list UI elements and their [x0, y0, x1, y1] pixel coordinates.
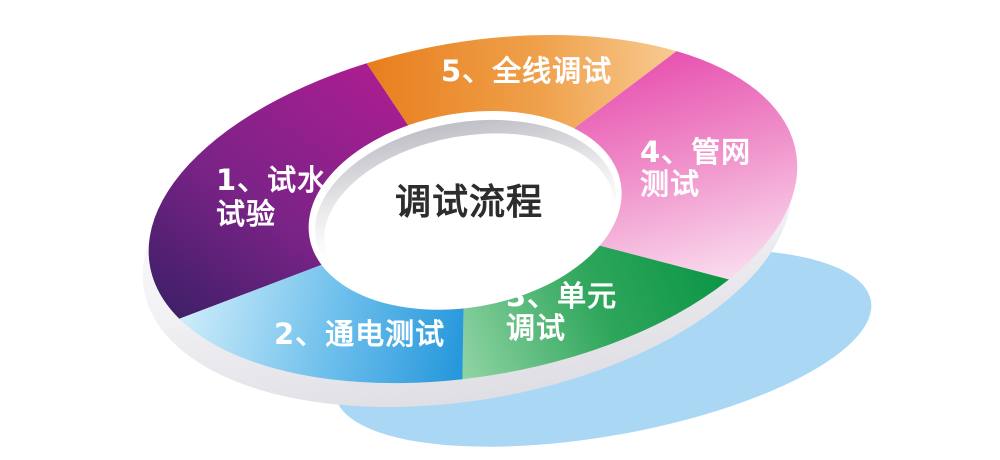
segment-1-label-line2: 试验: [216, 197, 276, 231]
segment-4-label-line2: 测试: [640, 167, 700, 201]
center-title: 调试流程: [395, 182, 543, 223]
segment-5-label-line1: 5、全线调试: [441, 54, 612, 88]
segment-2-label-line1: 2、通电测试: [274, 317, 445, 351]
segment-1-wedge: [148, 63, 466, 319]
segment-4-label-line1: 4、管网: [640, 135, 751, 169]
segment-3-label-line1: 3、单元: [506, 279, 617, 313]
segment-3-label-line2: 调试: [506, 311, 566, 345]
hole-center-face: [324, 133, 614, 309]
segment-1-label-line1: 1、试水: [216, 163, 327, 197]
